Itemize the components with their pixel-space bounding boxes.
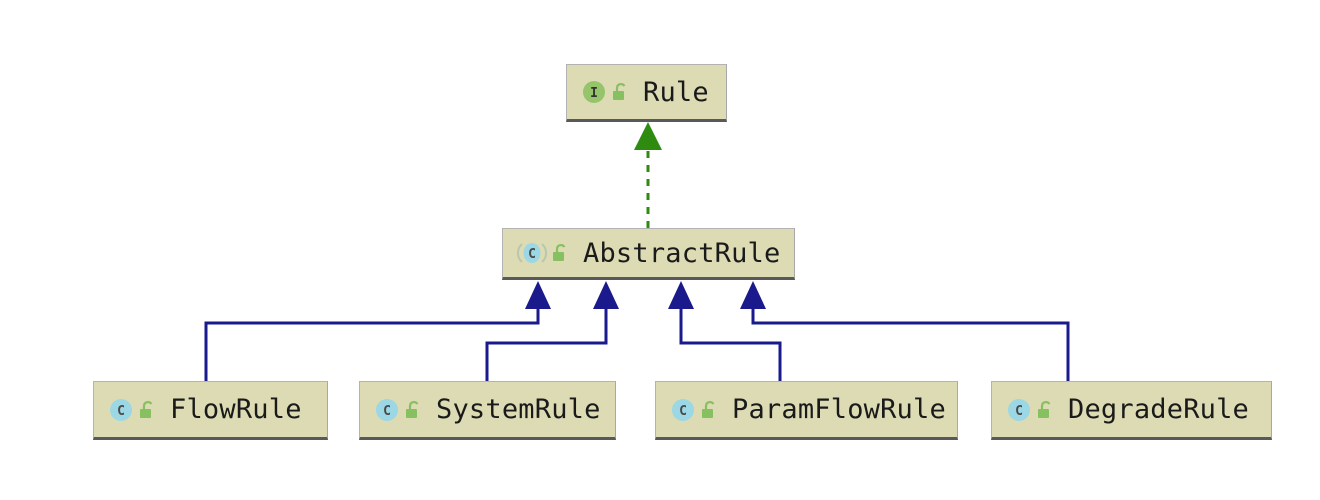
node-systemrule-icons: C: [374, 397, 436, 423]
svg-text:C: C: [117, 404, 125, 419]
unlock-icon: [138, 400, 156, 420]
svg-text:C: C: [1015, 404, 1023, 419]
class-icon: C: [1006, 397, 1032, 423]
node-paramflowrule-label: ParamFlowRule: [732, 394, 946, 425]
node-rule-label: Rule: [643, 76, 709, 108]
generalization-arrowhead: [593, 281, 619, 309]
unlock-icon: [700, 400, 718, 420]
edge-paramflowrule-extends-abstractrule: [668, 281, 782, 381]
node-abstractrule-label: AbstractRule: [583, 237, 781, 269]
generalization-line: [679, 302, 782, 381]
svg-text:C: C: [383, 404, 391, 419]
class-icon: C: [108, 397, 134, 423]
edge-abstractrule-implements-rule: [634, 122, 662, 228]
edge-systemrule-extends-abstractrule: [485, 281, 619, 381]
unlock-icon: [551, 243, 569, 263]
generalization-arrowhead: [668, 281, 694, 309]
node-paramflowrule[interactable]: C ParamFlowRule: [655, 381, 958, 440]
unlock-icon: [1036, 400, 1054, 420]
node-flowrule-icons: C: [108, 397, 170, 423]
node-rule[interactable]: I Rule: [566, 64, 727, 122]
svg-text:I: I: [590, 86, 598, 101]
node-abstractrule[interactable]: C AbstractRule: [502, 228, 795, 280]
generalization-line: [485, 302, 608, 381]
unlock-icon: [611, 82, 629, 102]
realization-arrowhead: [634, 122, 662, 150]
node-systemrule-label: SystemRule: [436, 394, 601, 425]
svg-text:C: C: [528, 247, 536, 262]
abstract-class-icon: C: [516, 240, 548, 266]
class-icon: C: [374, 397, 400, 423]
generalization-arrowhead: [740, 281, 766, 309]
interface-icon: I: [581, 79, 607, 105]
generalization-line: [751, 302, 1070, 381]
node-systemrule[interactable]: C SystemRule: [359, 381, 616, 440]
generalization-line: [204, 302, 540, 381]
node-abstractrule-icons: C: [516, 240, 583, 266]
svg-text:C: C: [679, 404, 687, 419]
node-degraderule-icons: C: [1006, 397, 1068, 423]
node-paramflowrule-icons: C: [670, 397, 732, 423]
edge-degraderule-extends-abstractrule: [740, 281, 1070, 381]
node-degraderule-label: DegradeRule: [1068, 394, 1250, 425]
node-flowrule-label: FlowRule: [170, 394, 302, 425]
node-flowrule[interactable]: C FlowRule: [93, 381, 328, 440]
node-degraderule[interactable]: C DegradeRule: [991, 381, 1272, 440]
unlock-icon: [404, 400, 422, 420]
class-icon: C: [670, 397, 696, 423]
generalization-arrowhead: [525, 281, 551, 309]
edge-flowrule-extends-abstractrule: [204, 281, 551, 381]
node-rule-icons: I: [581, 79, 643, 105]
